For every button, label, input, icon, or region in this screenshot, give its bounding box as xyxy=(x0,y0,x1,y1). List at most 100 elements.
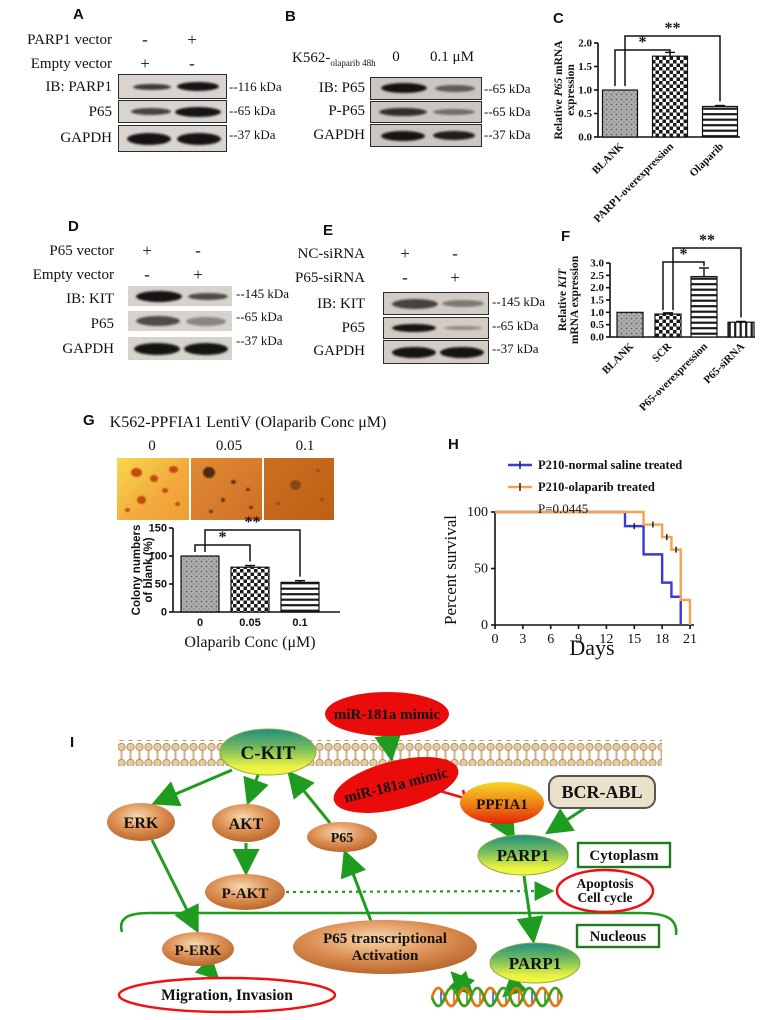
bar-P65-siRNA xyxy=(727,321,755,338)
arrow-pakt-to-apoptosis-dotted xyxy=(285,881,555,901)
y-tick-label: 2.5 xyxy=(590,270,604,282)
significance-label: * xyxy=(680,246,688,263)
p65-transcriptional-label-line1: P65 transcriptional xyxy=(323,931,447,947)
nuclear-envelope xyxy=(119,911,678,936)
x-tick-label: 18 xyxy=(655,632,669,647)
category-label: SCR xyxy=(650,340,675,365)
y-tick-label: 50 xyxy=(155,579,167,591)
panel-g-image1-label: 0 xyxy=(148,438,156,454)
panel-d-blot3-kda: --37 kDa xyxy=(236,333,283,348)
erk-label: ERK xyxy=(124,815,159,832)
y-tick-label: 100 xyxy=(467,505,488,520)
significance-label: ** xyxy=(665,20,681,37)
y-tick-label: 150 xyxy=(149,523,167,535)
panel-e-blot1-kda: --145 kDa xyxy=(492,294,546,309)
y-axis-label: of blank (%) xyxy=(143,537,155,602)
panel-g-title: K562-PPFIA1 LentiV (Olaparib Conc μM) xyxy=(109,414,387,431)
significance-label: ** xyxy=(245,514,261,531)
y-tick-label: 1.5 xyxy=(578,61,592,73)
panel-c-bar-chart: 0.00.51.01.52.0BLANKPARP1-overexpression… xyxy=(553,20,740,225)
cytoplasm-label: Cytoplasm xyxy=(589,848,659,864)
parp1-cytoplasm-label: PARP1 xyxy=(497,846,550,865)
legend-label: P210-normal saline treated xyxy=(538,458,682,472)
significance-label: * xyxy=(639,34,647,51)
bar-P65-overexpression xyxy=(690,275,718,338)
bar-SCR xyxy=(654,313,682,338)
arrow-ppfia1-to-parp1 xyxy=(489,811,516,842)
panel-e-blot3-image xyxy=(383,340,489,364)
bcrabl-node xyxy=(548,775,656,809)
panel-d-blot2-kda: --65 kDa xyxy=(236,309,283,324)
arrow-p65-to-ckit xyxy=(287,770,332,824)
colony-image-0.1 xyxy=(264,458,334,520)
panel-g-image2-label: 0.05 xyxy=(215,438,243,454)
panel-a-blot2-image xyxy=(118,100,227,123)
panel-e-blot2-label: P65 xyxy=(341,320,365,336)
panel-a-blot3-label: GAPDH xyxy=(60,130,112,146)
panel-d-blot1-label: IB: KIT xyxy=(66,291,114,307)
survival-curve-1 xyxy=(495,510,682,625)
migration-invasion-label: Migration, Invasion xyxy=(161,987,293,1004)
significance-label: * xyxy=(219,529,227,546)
y-axis-label: Relative KIT xyxy=(557,268,569,331)
y-tick-label: 0.5 xyxy=(578,108,592,120)
panel-e-cond1-lane1-sign: + xyxy=(400,244,410,263)
y-axis-label: Colony numbers xyxy=(131,525,143,616)
panel-a-blot1-kda: --116 kDa xyxy=(229,79,282,94)
panel-a-blot3-kda: --37 kDa xyxy=(229,127,276,142)
panel-e-cond2-lane1-sign: - xyxy=(402,268,408,287)
panel-g-image3-label: 0.1 xyxy=(295,438,315,454)
erk-node xyxy=(107,803,175,841)
arrow-ckit-to-akt xyxy=(243,774,269,806)
arrow-p65ta-to-p65 xyxy=(340,849,373,922)
pathway-diagram: miR-181a mimic C-KIT miR-181a mimic ERK … xyxy=(107,692,678,1014)
y-tick-label: 2.0 xyxy=(578,38,592,50)
category-label: P65-overexpression xyxy=(637,341,710,414)
panel-i-letter: I xyxy=(70,734,75,751)
panel-a-condition-2: Empty vector xyxy=(30,56,112,72)
panel-d-cond2-lane1-sign: - xyxy=(144,265,150,284)
y-tick-label: 3.0 xyxy=(590,258,604,270)
panel-d-blot2-image xyxy=(128,311,232,331)
panel-b-header: K562-olaparib 48h xyxy=(292,50,376,68)
y-axis-label: expression xyxy=(565,64,577,116)
ppfia1-node xyxy=(460,782,544,824)
panel-a-blot2-label: P65 xyxy=(88,104,112,120)
significance-bracket xyxy=(624,35,721,102)
y-axis-label: Percent survival xyxy=(441,515,460,625)
panel-b-blot1-image xyxy=(370,77,482,100)
y-tick-label: 50 xyxy=(474,562,488,577)
y-tick-label: 0.5 xyxy=(590,319,604,331)
x-tick-label: 12 xyxy=(599,632,613,647)
panel-d-letter: D xyxy=(68,218,79,235)
pathway-arrows xyxy=(150,733,586,998)
panel-e-blot3-kda: --37 kDa xyxy=(492,341,539,356)
parp1-nucleus-label: PARP1 xyxy=(509,954,562,973)
panel-b-blot3-label: GAPDH xyxy=(313,127,365,143)
significance-label: ** xyxy=(699,232,715,249)
y-tick-label: 2.0 xyxy=(590,282,604,294)
bar-Olaparib xyxy=(701,105,739,138)
arrow-parp1-to-parp1nuc xyxy=(516,875,544,944)
y-axis-label: mRNA expression xyxy=(569,255,581,344)
x-tick-label: 6 xyxy=(547,632,554,647)
panel-a-condition-1: PARP1 vector xyxy=(27,32,112,48)
y-tick-label: 1.0 xyxy=(590,307,604,319)
cytoplasm-box xyxy=(576,841,672,869)
panel-e-blot1-image xyxy=(383,292,489,315)
panel-a-blot1-label: IB: PARP1 xyxy=(45,79,112,95)
apoptosis-label-line1: Apoptosis xyxy=(576,876,633,891)
significance-bracket xyxy=(194,544,251,562)
panel-e-blot1-label: IB: KIT xyxy=(317,296,365,312)
panel-e-blot3-label: GAPDH xyxy=(313,343,365,359)
panel-a-blot2-kda: --65 kDa xyxy=(229,103,276,118)
significance-bracket xyxy=(672,247,742,318)
panel-b-blot3-kda: --37 kDa xyxy=(484,127,531,142)
category-label: BLANK xyxy=(590,140,626,176)
category-label: 0.05 xyxy=(239,617,260,629)
arrow-bcrabl-to-parp1 xyxy=(544,806,586,835)
nucleous-box xyxy=(575,923,661,949)
category-label: 0.1 xyxy=(292,617,307,629)
